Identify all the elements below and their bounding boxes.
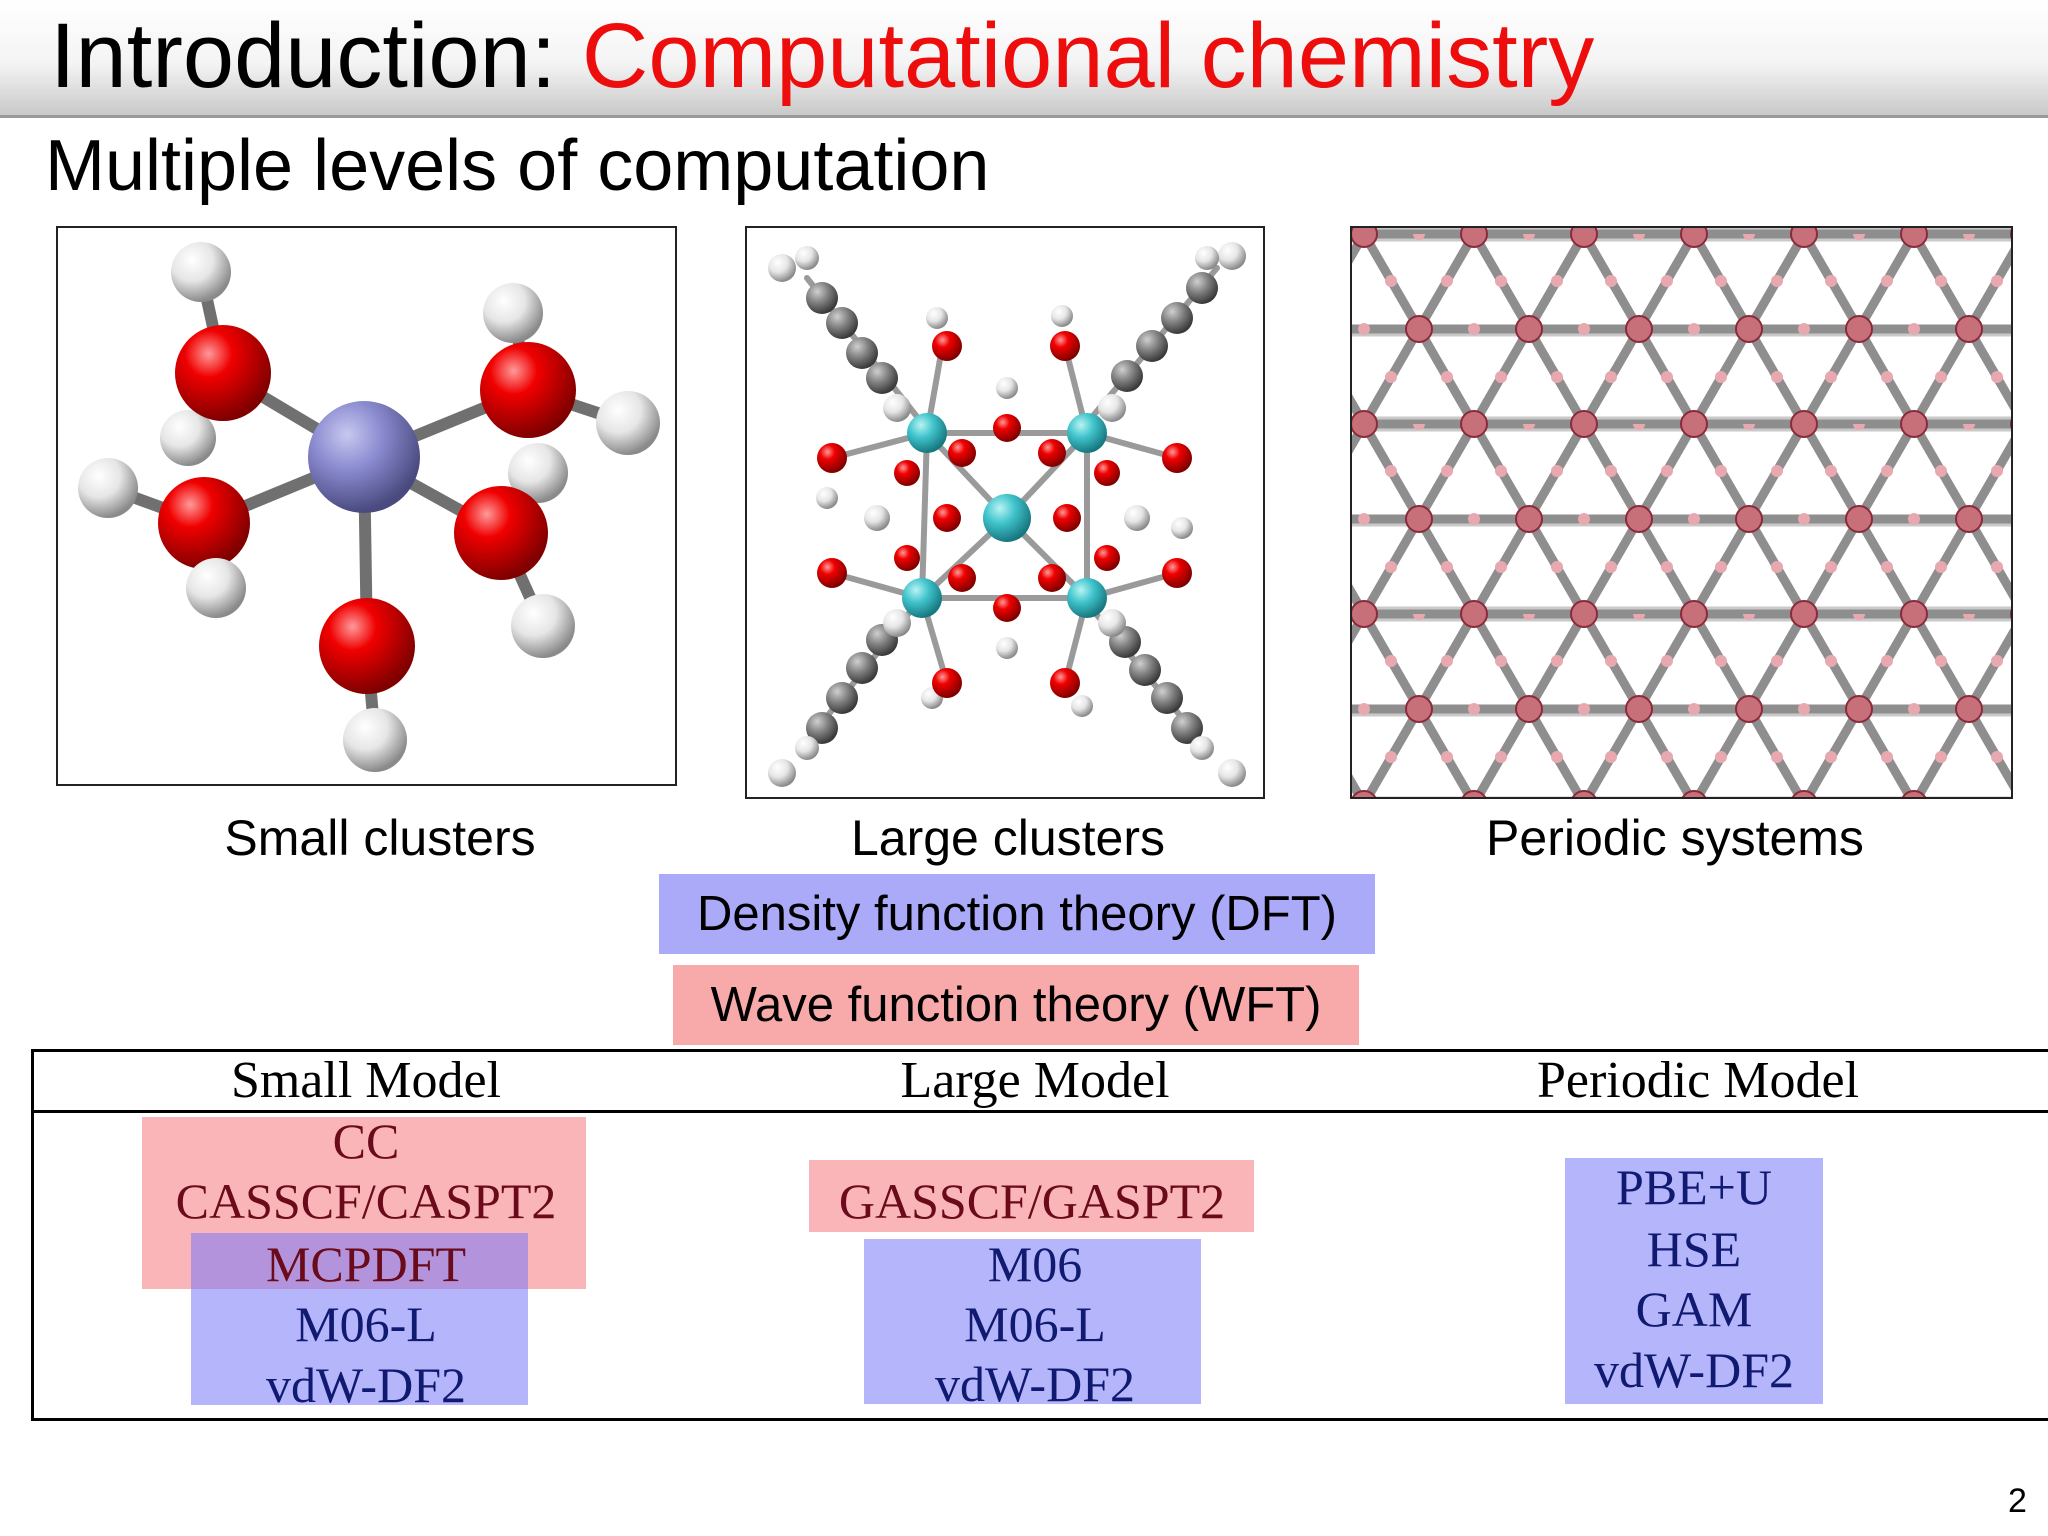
method-vdwdf2-large: vdW-DF2 bbox=[935, 1356, 1135, 1412]
table-left-border bbox=[31, 1049, 34, 1421]
title-bar bbox=[0, 0, 2048, 118]
method-m06l-large: M06-L bbox=[964, 1296, 1106, 1352]
page-number: 2 bbox=[2008, 1482, 2027, 1520]
large-metal-oxo-cluster-icon bbox=[768, 242, 1246, 787]
table-bottom-border bbox=[31, 1418, 2048, 1421]
caption-small-clusters: Small clusters bbox=[224, 810, 536, 866]
method-cc: CC bbox=[332, 1113, 400, 1169]
method-vdwdf2-small: vdW-DF2 bbox=[266, 1357, 466, 1413]
title-prefix: Introduction: bbox=[50, 5, 582, 107]
caption-large-clusters: Large clusters bbox=[850, 810, 1166, 866]
small-dft-highlight bbox=[191, 1233, 528, 1405]
method-casscf-caspt2: CASSCF/CASPT2 bbox=[175, 1173, 557, 1229]
periodic-dft-highlight bbox=[1565, 1158, 1823, 1404]
periodic-system-image bbox=[1350, 226, 2013, 799]
large-cluster-image bbox=[745, 226, 1265, 799]
method-gam: GAM bbox=[1635, 1281, 1753, 1337]
method-gasscf-gaspt2: GASSCF/GASPT2 bbox=[838, 1173, 1226, 1229]
small-cluster-image bbox=[56, 226, 677, 786]
table-top-border bbox=[31, 1049, 2048, 1052]
slide-title: Introduction: Computational chemistry bbox=[50, 2, 1594, 110]
header-small-model: Small Model bbox=[230, 1052, 502, 1109]
method-hse: HSE bbox=[1646, 1221, 1742, 1277]
method-pbe-u: PBE+U bbox=[1615, 1159, 1772, 1215]
method-vdwdf2-periodic: vdW-DF2 bbox=[1594, 1342, 1794, 1398]
slide-subtitle: Multiple levels of computation bbox=[45, 126, 990, 206]
large-wft-highlight bbox=[809, 1160, 1254, 1232]
caption-periodic-systems: Periodic systems bbox=[1486, 810, 1864, 866]
periodic-kagome-framework-icon bbox=[1352, 228, 2011, 797]
large-dft-highlight bbox=[864, 1239, 1201, 1404]
header-periodic-model: Periodic Model bbox=[1536, 1052, 1860, 1109]
method-m06-large: M06 bbox=[987, 1236, 1083, 1292]
octahedral-metal-water-cluster-icon bbox=[78, 242, 660, 772]
title-highlight: Computational chemistry bbox=[581, 5, 1595, 107]
table-header-divider bbox=[31, 1110, 2048, 1113]
wft-legend: Wave function theory (WFT) bbox=[673, 965, 1359, 1045]
method-m06l-small: M06-L bbox=[295, 1296, 437, 1352]
header-large-model: Large Model bbox=[900, 1052, 1170, 1109]
method-mcpdft: MCPDFT bbox=[265, 1236, 467, 1292]
dft-legend: Density function theory (DFT) bbox=[659, 874, 1375, 954]
